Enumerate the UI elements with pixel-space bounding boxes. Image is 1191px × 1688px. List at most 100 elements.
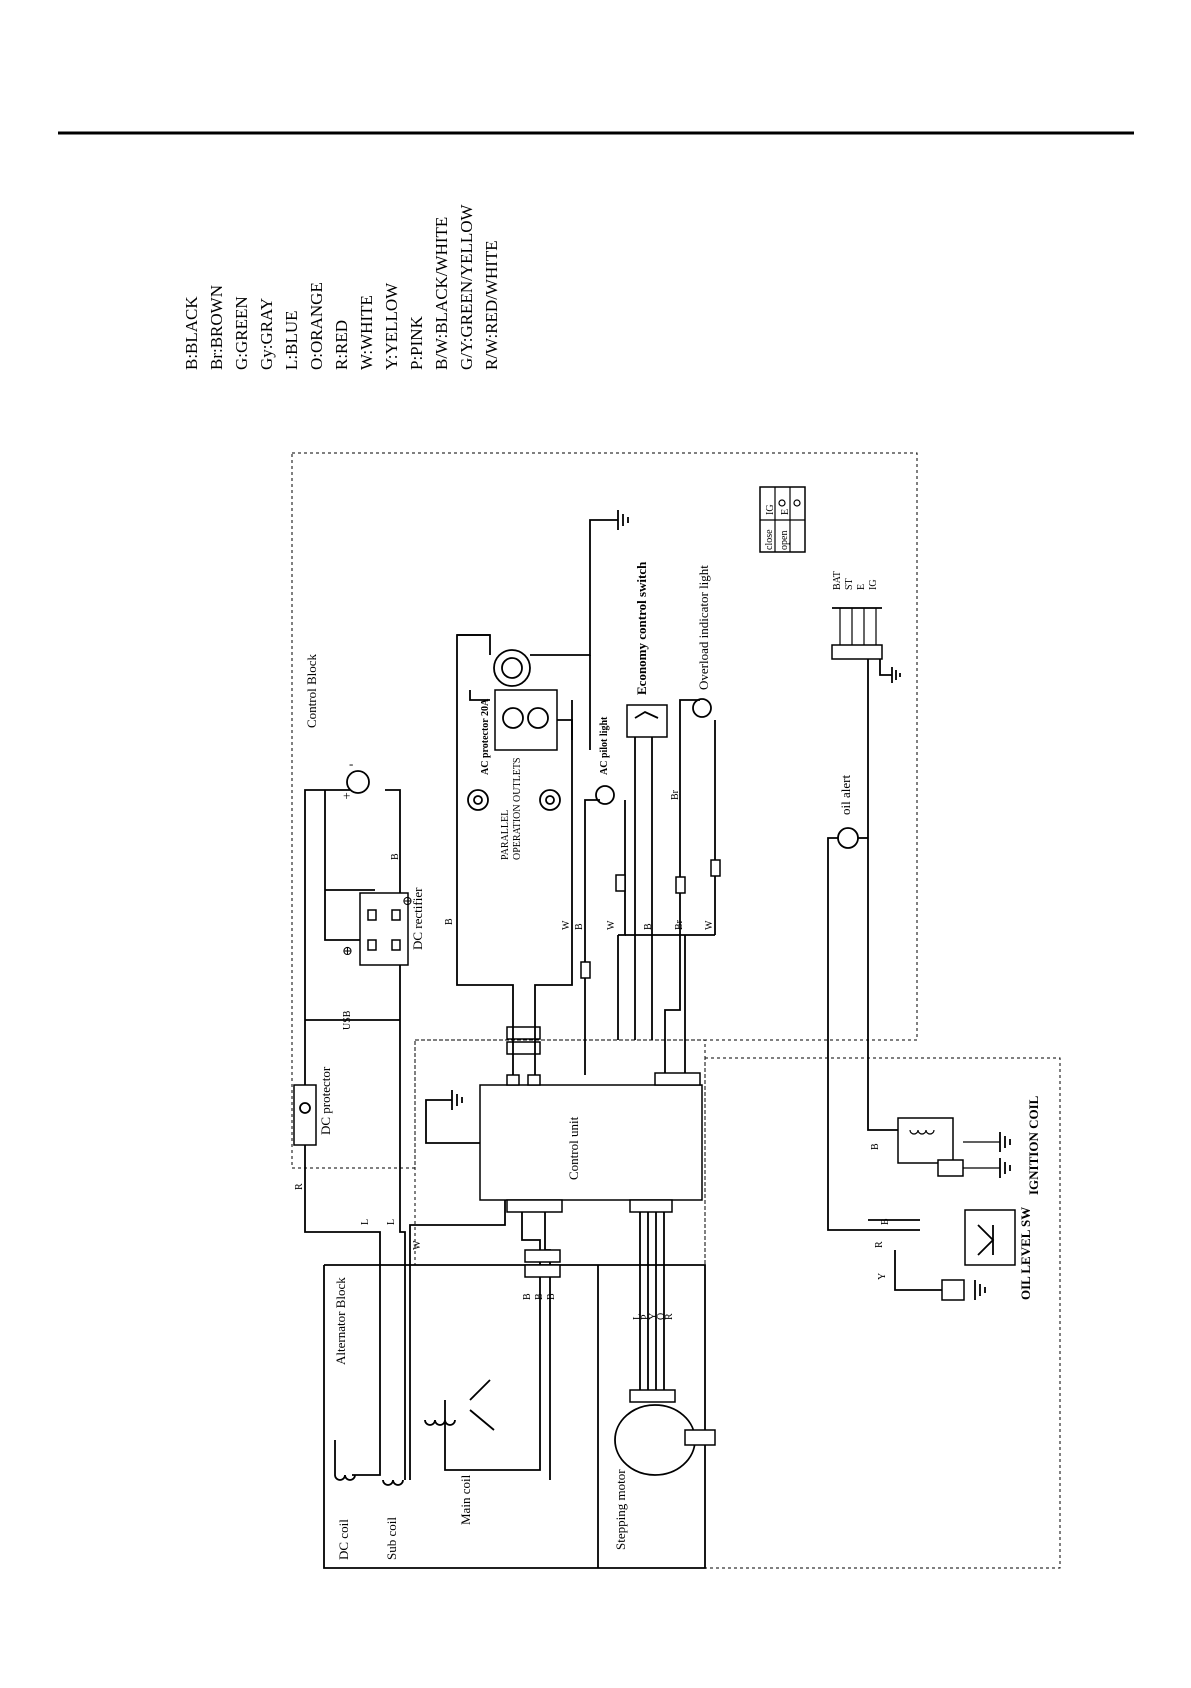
wire-label: W [606, 920, 617, 930]
connector-pin [506, 1074, 520, 1086]
wire-label: B [880, 1218, 891, 1225]
wire-label: B [390, 853, 401, 860]
wire-label: Br [674, 919, 685, 930]
terminal-label: E [856, 584, 867, 590]
dc-rectifier-label: DC rectifier [410, 887, 425, 950]
inline-diode-icon [580, 961, 591, 979]
dc-protector-inner [299, 1102, 311, 1114]
wire-label: Y [648, 1313, 659, 1320]
connector [654, 1072, 701, 1086]
ignition-coil-icon [897, 1117, 954, 1164]
wire-label: R [664, 1313, 675, 1320]
connector [629, 1199, 673, 1213]
parallel-outlet-inner [473, 795, 483, 805]
ac-protector-label: AC protector 20A [480, 698, 491, 775]
control-unit-ground-wire [425, 1099, 480, 1144]
switch-table-header: E [780, 509, 791, 515]
control-unit-label: Control unit [566, 1116, 581, 1180]
parallel-outlet-inner [545, 795, 555, 805]
parallel-outlet-icon [467, 789, 489, 811]
terminal-label: IG [868, 579, 879, 590]
switch-table-row: open [779, 531, 790, 550]
wire-label: L [360, 1219, 371, 1225]
ac-breaker-icon [493, 649, 531, 687]
wire-l [399, 1020, 406, 1480]
legend-item: W:WHITE [357, 295, 376, 370]
alternator-block-outline [323, 1264, 706, 1569]
main-coil-icon [424, 1379, 495, 1431]
connector [524, 1264, 561, 1278]
legend-item: B:BLACK [182, 296, 201, 370]
main-coil-label: Main coil [458, 1474, 473, 1525]
legend-item: G/Y:GREEN/YELLOW [457, 203, 476, 370]
wire [544, 1200, 551, 1480]
parallel-outlet-icon [539, 789, 561, 811]
ac-wiring [456, 519, 618, 1075]
control-block-outline [291, 452, 918, 1169]
coil-winding [909, 1129, 935, 1135]
sub-coil-icon [382, 1479, 404, 1486]
wire-label: P [640, 1314, 651, 1320]
oil-level-switch-label: OIL LEVEL SW [1018, 1207, 1033, 1300]
legend-item: G:GREEN [232, 296, 251, 370]
wire-label: B [444, 918, 455, 925]
oil-alert-light-icon [837, 827, 859, 849]
ground-icon [974, 1280, 986, 1300]
wire-label: B [534, 1293, 545, 1300]
wire-label: B [522, 1293, 533, 1300]
parallel-label: OPERATION OUTLETS [512, 758, 523, 861]
rectifier-terminal [367, 939, 377, 951]
color-legend: B:BLACK Br:BROWN G:GREEN Gy:GRAY L:BLUE … [182, 203, 501, 370]
switch-table-row: close [764, 529, 775, 550]
stepping-motor-icon [614, 1404, 696, 1476]
ignition-coil-label: IGNITION COIL [1026, 1095, 1041, 1195]
ac-pilot-light-icon [595, 785, 615, 805]
plus-symbol: ⊕ [342, 943, 353, 958]
dc-terminal-icon [346, 770, 370, 794]
wire-w [409, 1200, 506, 1480]
inline-diode-icon [615, 874, 626, 892]
legend-item: Y:YELLOW [382, 282, 401, 370]
wire-r [304, 1145, 381, 1476]
motor-shaft [684, 1429, 716, 1446]
ac-protector [494, 689, 558, 751]
wire-w [534, 700, 573, 1075]
wire-r-oil [827, 837, 920, 1231]
dc-coil-icon [334, 1440, 356, 1481]
legend-item: L:BLUE [282, 311, 301, 371]
wire-label: R [874, 1241, 885, 1248]
legend-item: B/W:BLACK/WHITE [432, 217, 451, 370]
wire-label: B [574, 923, 585, 930]
switch-table: IG E close open [759, 486, 806, 553]
legend-item: O:ORANGE [307, 282, 326, 370]
wire-label: B [870, 1143, 881, 1150]
alternator-block-label: Alternator Block [333, 1277, 348, 1365]
wire [618, 800, 626, 936]
wire [584, 799, 600, 940]
wire-label: W [561, 920, 572, 930]
rectifier-terminal [391, 939, 401, 951]
wire-label: B [643, 923, 654, 930]
legend-item: P:PINK [407, 315, 426, 370]
terminal-label: BAT [832, 571, 843, 590]
connector [629, 1389, 676, 1403]
economy-switch-icon[interactable] [626, 704, 668, 738]
terminal-label: ST [844, 578, 855, 590]
oil-alert-label: oil alert [838, 775, 853, 815]
legend-item: Br:BROWN [207, 285, 226, 370]
ac-pilot-label: AC pilot light [599, 716, 610, 775]
ground-icon [891, 667, 901, 683]
sub-coil-label: Sub coil [384, 1517, 399, 1560]
key-switch-terminals: BAT ST E IG [831, 571, 892, 676]
wire-label: R [294, 1183, 305, 1190]
switch-contact [634, 710, 659, 719]
connector [506, 1199, 563, 1213]
parallel-label: PARALLEL [500, 810, 511, 860]
ground-icon [451, 1090, 463, 1110]
overload-label: Overload indicator light [696, 565, 711, 690]
economy-label: Economy control switch [634, 561, 649, 695]
oil-sensor-icon [941, 1279, 965, 1301]
ground-wire [530, 519, 618, 656]
